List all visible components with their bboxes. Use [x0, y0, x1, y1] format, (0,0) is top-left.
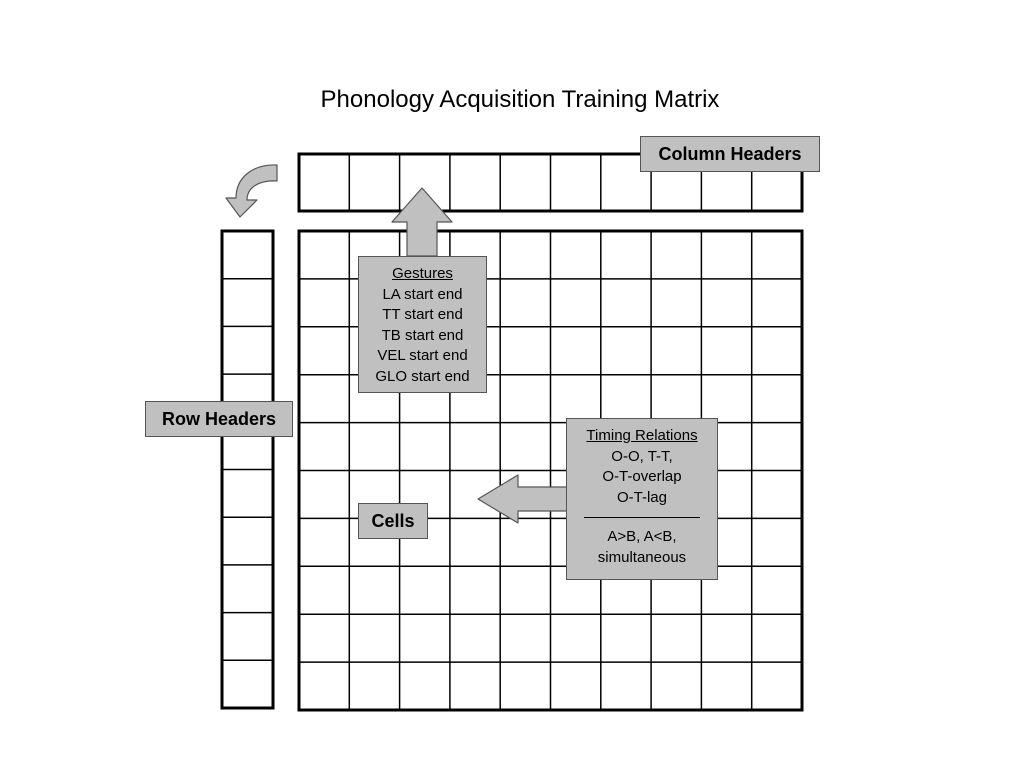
column-header-strip: [297, 152, 804, 213]
cells-label: Cells: [358, 503, 428, 539]
timing-relations-heading: Timing Relations: [586, 427, 698, 444]
diagram-title: Phonology Acquisition Training Matrix: [320, 86, 720, 113]
row-header-strip: [220, 229, 275, 710]
cells-text: Cells: [371, 510, 415, 531]
column-headers-text: Column Headers: [658, 143, 802, 164]
timing-divider: [584, 517, 700, 518]
left-arrow-icon: [477, 474, 568, 524]
gesture-item: VEL start end: [377, 347, 468, 364]
row-headers-text: Row Headers: [161, 408, 277, 429]
curved-arrow-icon: [225, 164, 278, 218]
up-arrow-icon: [391, 187, 453, 257]
gestures-box: Gestures LA start end TT start end TB st…: [358, 256, 487, 393]
row-headers-label: Row Headers: [145, 401, 293, 437]
column-headers-label: Column Headers: [640, 136, 820, 172]
gesture-item: TB start end: [381, 326, 464, 344]
gesture-item: LA start end: [382, 285, 463, 303]
timing-comparison-item: simultaneous: [597, 548, 687, 566]
timing-relation-item: O-T-lag: [616, 488, 667, 506]
timing-relation-item: O-T-overlap: [602, 468, 682, 485]
gesture-item: TT start end: [382, 306, 463, 323]
gestures-heading: Gestures: [392, 265, 453, 282]
timing-relation-item: O-O, T-T,: [611, 447, 673, 465]
timing-relations-box: Timing Relations O-O, T-T, O-T-overlap O…: [566, 418, 718, 580]
cell-matrix: [297, 229, 804, 712]
gesture-item: GLO start end: [375, 367, 470, 385]
timing-comparison-item: A>B, A<B,: [607, 528, 677, 545]
